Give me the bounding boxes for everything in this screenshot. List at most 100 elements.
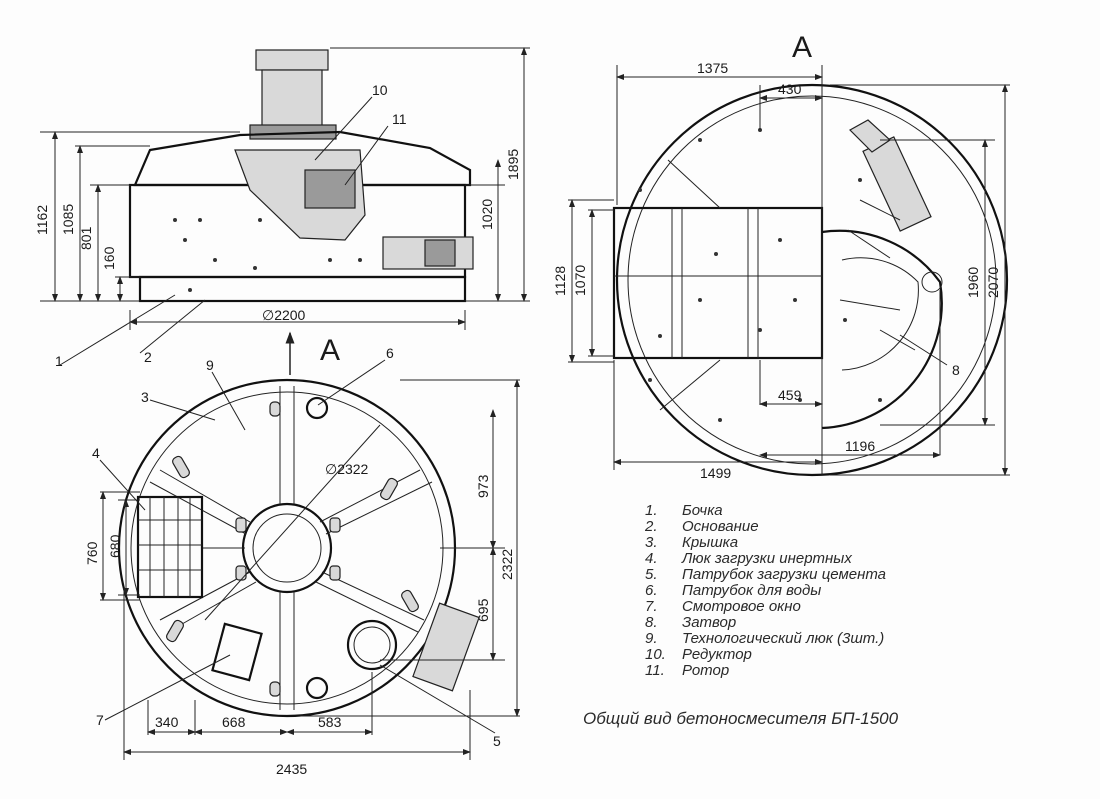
rotor-block [304, 169, 356, 209]
dim-1499: 1499 [700, 465, 731, 481]
view-a: A [552, 31, 1010, 481]
dim-diameter-2200: ∅2200 [262, 307, 306, 323]
legend-text: Основание [682, 518, 759, 535]
legend-item: 11. Ротор [645, 662, 729, 679]
legend: 1. Бочка 2. Основание 3. Крышка 4. Люк з… [644, 502, 886, 679]
legend-num: 9. [645, 630, 658, 647]
legend-item: 7. Смотровое окно [645, 598, 801, 615]
cement-pipe [346, 619, 398, 671]
gate-ribs [839, 199, 916, 351]
top-view: 760 680 973 2322 695 ∅2322 340 668 583 2… [84, 345, 520, 777]
callout-5: 5 [493, 733, 501, 749]
legend-text: Затвор [682, 614, 736, 631]
dim-801: 801 [78, 226, 94, 250]
dim-1196: 1196 [845, 438, 875, 454]
legend-num: 7. [645, 598, 658, 615]
gate-block-top [412, 602, 480, 692]
dim-1375: 1375 [697, 60, 728, 76]
legend-num: 5. [645, 566, 658, 583]
motor-body [261, 69, 323, 133]
legend-num: 1. [645, 502, 658, 519]
gate-arc [821, 229, 943, 430]
view-a-dimension-lines [569, 74, 1008, 476]
motor-cap [255, 49, 329, 71]
dim-2322: 2322 [499, 549, 515, 580]
dim-695: 695 [475, 598, 491, 622]
radial-ribs [149, 386, 433, 710]
side-view: 1162 1085 801 160 1020 1895 ∅2200 10 11 … [34, 47, 530, 369]
dim-680: 680 [107, 534, 123, 558]
legend-text: Ротор [682, 662, 729, 679]
view-a-extension-lines [568, 65, 1010, 476]
callout-9: 9 [206, 357, 214, 373]
top-outer-circle [117, 378, 457, 718]
dim-1162: 1162 [34, 205, 50, 235]
callout-8: 8 [952, 362, 960, 378]
dim-430: 430 [778, 81, 802, 97]
view-arrow: A [285, 331, 340, 375]
view-a-frame-members [614, 85, 823, 475]
loading-hatch-grid [138, 497, 202, 597]
top-extension-lines [100, 379, 520, 760]
diameter-line [204, 424, 381, 621]
legend-item: 2. Основание [644, 518, 759, 535]
legend-text: Патрубок для воды [682, 582, 821, 599]
legend-item: 4. Люк загрузки инертных [645, 550, 852, 567]
dim-160: 160 [101, 246, 117, 270]
cement-pipe-inner [353, 626, 391, 664]
legend-num: 8. [645, 614, 658, 631]
callout-6: 6 [386, 345, 394, 361]
legend-item: 9. Технологический люк (3шт.) [645, 630, 884, 647]
callout-7: 7 [96, 712, 104, 728]
dim-diameter-2322: ∅2322 [325, 461, 369, 477]
legend-item: 8. Затвор [645, 614, 736, 631]
legend-num: 11. [645, 662, 665, 679]
gate-inner-arc [841, 257, 919, 371]
view-a-inner-circle [627, 95, 997, 465]
drawing-caption: Общий вид бетоносмесителя БП-1500 [583, 709, 899, 728]
water-pipe [305, 396, 329, 420]
dim-1960: 1960 [965, 267, 981, 298]
callout-4: 4 [92, 445, 100, 461]
leaders-top [99, 359, 496, 734]
legend-num: 2. [644, 518, 658, 535]
callout-11: 11 [392, 111, 407, 127]
view-a-outer-circle [615, 83, 1009, 477]
dim-668: 668 [222, 714, 246, 730]
legend-num: 10. [645, 646, 666, 663]
legend-num: 4. [645, 550, 658, 567]
center-hub [241, 502, 333, 594]
loading-hatch [136, 495, 204, 599]
legend-item: 10. Редуктор [645, 646, 752, 663]
view-arrow-label: A [320, 334, 340, 367]
dim-340: 340 [155, 714, 179, 730]
dim-2435: 2435 [276, 761, 307, 777]
legend-item: 1. Бочка [645, 502, 723, 519]
legend-text: Смотровое окно [682, 598, 801, 615]
dim-973: 973 [475, 474, 491, 498]
base [138, 275, 467, 303]
legend-text: Редуктор [682, 646, 752, 663]
center-hub-inner [252, 513, 322, 583]
dim-760: 760 [84, 541, 100, 565]
bottom-port [305, 676, 329, 700]
lid-slots [166, 401, 419, 697]
legend-item: 6. Патрубок для воды [645, 582, 821, 599]
dim-1020: 1020 [479, 199, 495, 230]
dim-583: 583 [318, 714, 342, 730]
dim-1085: 1085 [60, 204, 76, 235]
dimension-lines [52, 47, 527, 325]
callout-3: 3 [141, 389, 149, 405]
dim-1895: 1895 [505, 149, 521, 180]
top-dimension-lines [100, 379, 520, 755]
bolt-holes [173, 218, 362, 292]
dim-1070: 1070 [572, 265, 588, 296]
leader-8 [899, 334, 948, 366]
view-a-frame [612, 206, 824, 360]
legend-num: 6. [645, 582, 658, 599]
leaders-side [59, 96, 389, 366]
legend-text: Бочка [682, 502, 723, 519]
callout-10: 10 [372, 82, 388, 98]
